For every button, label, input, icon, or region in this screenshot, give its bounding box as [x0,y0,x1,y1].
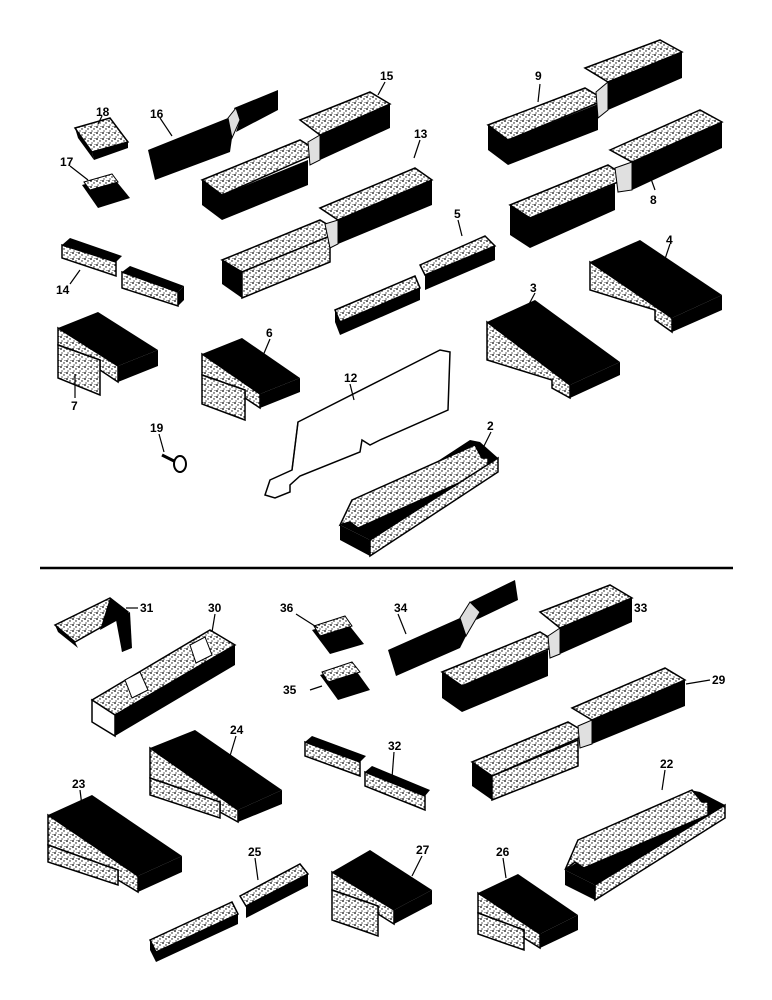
part-26-stepped-block [477,874,578,952]
part-6-stepped-block [201,338,300,422]
part-35-wedge [320,661,370,700]
callout-31: 31 [140,601,154,615]
callout-19: 19 [150,421,164,435]
callout-6: 6 [266,326,273,340]
part-25-split-bar [148,863,310,962]
part-24-stepped-block [149,730,282,824]
callout-17: 17 [60,155,74,169]
part-5-split-bar [334,235,497,335]
callout-23: 23 [72,777,86,791]
callout-22: 22 [660,757,674,771]
callout-9: 9 [535,69,542,83]
upper-callouts: 18 17 16 15 9 13 8 5 4 14 3 6 7 12 19 2 [56,69,673,453]
part-16-split-bar [148,90,278,180]
part-2-long-block [338,440,499,558]
callout-35: 35 [283,683,297,697]
callout-27: 27 [416,843,430,857]
part-4-stepped-block [589,240,722,334]
callout-7: 7 [71,399,78,413]
part-17-wedge [82,173,130,208]
callout-32: 32 [388,739,402,753]
callout-4: 4 [666,233,673,247]
part-36-wedge [312,615,364,654]
part-27-stepped-block [331,850,432,938]
callout-18: 18 [96,105,110,119]
callout-12: 12 [344,371,358,385]
callout-14: 14 [56,283,70,297]
callout-13: 13 [414,127,428,141]
part-31-angle-block [53,597,132,652]
callout-34: 34 [394,601,408,615]
part-22-long-block [564,789,726,902]
callout-26: 26 [496,845,510,859]
callout-8: 8 [650,193,657,207]
callout-2: 2 [487,419,494,433]
callout-36: 36 [280,601,294,615]
part-18-wedge [73,117,130,160]
part-8-split-bar [508,109,724,248]
part-13-split-bar [220,167,434,300]
part-3-stepped-block [486,300,620,400]
lower-callouts: 31 30 36 34 33 35 29 24 32 22 23 25 27 2… [72,601,726,881]
part-34-split-bar [388,580,518,676]
callout-15: 15 [380,69,394,83]
callout-30: 30 [208,601,222,615]
callout-33: 33 [634,601,648,615]
part-15-split-bar [200,91,392,220]
part-23-stepped-block [47,795,182,894]
part-19-screw [161,453,187,473]
callout-16: 16 [150,107,164,121]
callout-29: 29 [712,673,726,687]
part-30-slotted-bar [90,629,237,738]
part-33-split-bar [440,584,634,712]
callout-3: 3 [530,281,537,295]
part-14-split-strip [61,238,184,308]
part-7-stepped-block [57,312,158,397]
part-32-split-strip [304,736,430,812]
callout-24: 24 [230,723,244,737]
part-9-split-bar [486,39,684,165]
part-29-split-bar [470,667,687,802]
part-12-plate [264,349,451,499]
callout-5: 5 [454,207,461,221]
callout-25: 25 [248,845,262,859]
